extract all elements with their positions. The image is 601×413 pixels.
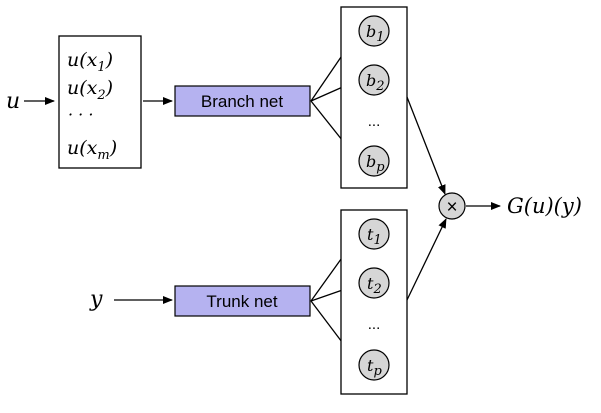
svg-text:tp: tp xyxy=(367,356,382,379)
trunk-output-node-tp: tp xyxy=(358,349,390,381)
branch-output-node-b2: b2 xyxy=(358,64,390,96)
svg-text:· · ·: · · · xyxy=(68,105,93,124)
sensor-box xyxy=(58,35,142,169)
branch-output-ellipsis: ... xyxy=(368,113,381,130)
branch-output-node-b1: b1 xyxy=(358,15,390,47)
branch-output-node-bp: bp xyxy=(358,145,390,177)
svg-text:u(x1): u(x1) xyxy=(67,49,113,75)
sensor-row: u(x2) xyxy=(67,77,113,103)
svg-text:t2: t2 xyxy=(367,274,382,297)
trunk-net-label: Trunk net xyxy=(206,292,277,311)
svg-text:bp: bp xyxy=(366,152,385,175)
sensor-row-ellipsis: · · · xyxy=(68,105,93,124)
trunk-to-product-arrow xyxy=(406,218,447,301)
sensor-row: u(x1) xyxy=(67,49,113,75)
output-label: G(u)(y) xyxy=(507,194,582,218)
input-y-label: y xyxy=(89,287,103,312)
trunk-output-node-t1: t1 xyxy=(358,218,390,250)
branch-to-product-arrow xyxy=(406,96,446,195)
trunk-output-node-t2: t2 xyxy=(358,267,390,299)
sensor-row: u(xm) xyxy=(67,137,117,163)
trunk-output-ellipsis: ... xyxy=(368,316,381,333)
svg-text:×: × xyxy=(446,197,457,218)
branch-net-box xyxy=(174,85,311,117)
svg-text:t1: t1 xyxy=(367,225,382,248)
product-node: × xyxy=(438,192,466,220)
svg-text:u(xm): u(xm) xyxy=(67,137,117,163)
svg-text:b2: b2 xyxy=(366,71,385,94)
trunk-net-box xyxy=(174,285,311,317)
input-u-label: u xyxy=(6,89,20,114)
svg-text:b1: b1 xyxy=(366,22,385,45)
svg-text:u(x2): u(x2) xyxy=(67,77,113,103)
branch-net-label: Branch net xyxy=(201,92,283,111)
